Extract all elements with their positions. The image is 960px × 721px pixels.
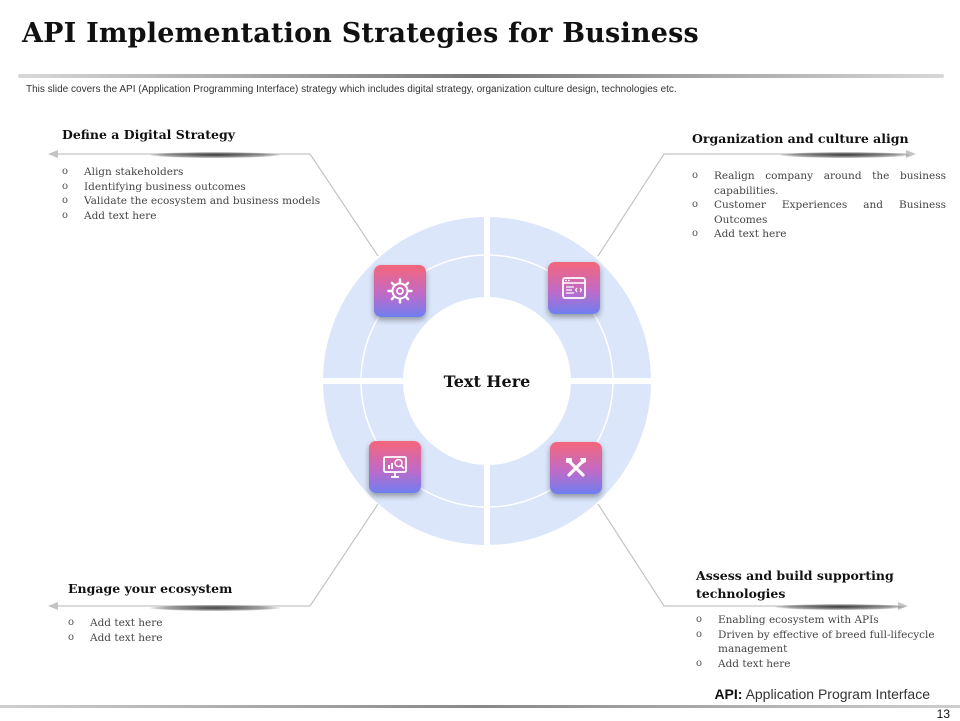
icon-tile-bottom-left bbox=[369, 441, 421, 493]
tools-icon bbox=[566, 458, 586, 477]
page-number: 13 bbox=[936, 707, 950, 721]
page-subtitle: This slide covers the API (Application P… bbox=[26, 84, 677, 95]
bullet-list-top-right: Realign company around the business capa… bbox=[692, 169, 946, 242]
heading-underline-top-right bbox=[780, 152, 910, 158]
heading-underline-bottom-left bbox=[150, 605, 280, 611]
footer-divider bbox=[0, 705, 960, 708]
icon-tile-bottom-right bbox=[550, 442, 602, 494]
bullet-list-bottom-left: Add text here Add text here bbox=[68, 616, 308, 645]
list-item: Identifying business outcomes bbox=[62, 180, 332, 195]
page-title: API Implementation Strategies for Busine… bbox=[22, 18, 699, 49]
list-item: Realign company around the business capa… bbox=[692, 169, 946, 198]
list-item: Align stakeholders bbox=[62, 165, 332, 180]
bullet-list-bottom-right: Enabling ecosystem with APIs Driven by e… bbox=[696, 613, 936, 671]
list-item: Enabling ecosystem with APIs bbox=[696, 613, 936, 628]
list-item: Add text here bbox=[68, 631, 308, 646]
icon-tile-top-left bbox=[374, 265, 426, 317]
icon-tile-top-right bbox=[548, 262, 600, 314]
section-heading-bottom-left: Engage your ecosystem bbox=[68, 581, 233, 596]
ring-diagram bbox=[322, 216, 652, 546]
heading-underline-bottom-right bbox=[775, 604, 905, 610]
monitor-analytics-icon bbox=[383, 456, 407, 478]
list-item: Add text here bbox=[692, 227, 946, 242]
section-heading-top-left: Define a Digital Strategy bbox=[62, 127, 235, 142]
footer-abbr: API: bbox=[714, 686, 743, 702]
footer-definition: Application Program Interface bbox=[745, 686, 930, 702]
section-heading-bottom-right: Assess and build supporting technologies bbox=[696, 568, 894, 601]
list-item: Add text here bbox=[696, 657, 936, 672]
bullet-list-top-left: Align stakeholders Identifying business … bbox=[62, 165, 332, 223]
list-item: Driven by effective of breed full-lifecy… bbox=[696, 628, 936, 657]
list-item: Add text here bbox=[68, 616, 308, 631]
footer-note: API: Application Program Interface bbox=[714, 686, 930, 702]
section-heading-top-right: Organization and culture align bbox=[692, 131, 909, 146]
list-item: Validate the ecosystem and business mode… bbox=[62, 194, 332, 209]
heading-underline-top-left bbox=[150, 152, 280, 158]
center-text: Text Here bbox=[443, 372, 531, 391]
code-window-icon bbox=[562, 277, 586, 299]
title-divider bbox=[18, 74, 944, 78]
list-item: Add text here bbox=[62, 209, 332, 224]
gear-icon bbox=[387, 278, 413, 304]
list-item: Customer Experiences and Business Outcom… bbox=[692, 198, 946, 227]
